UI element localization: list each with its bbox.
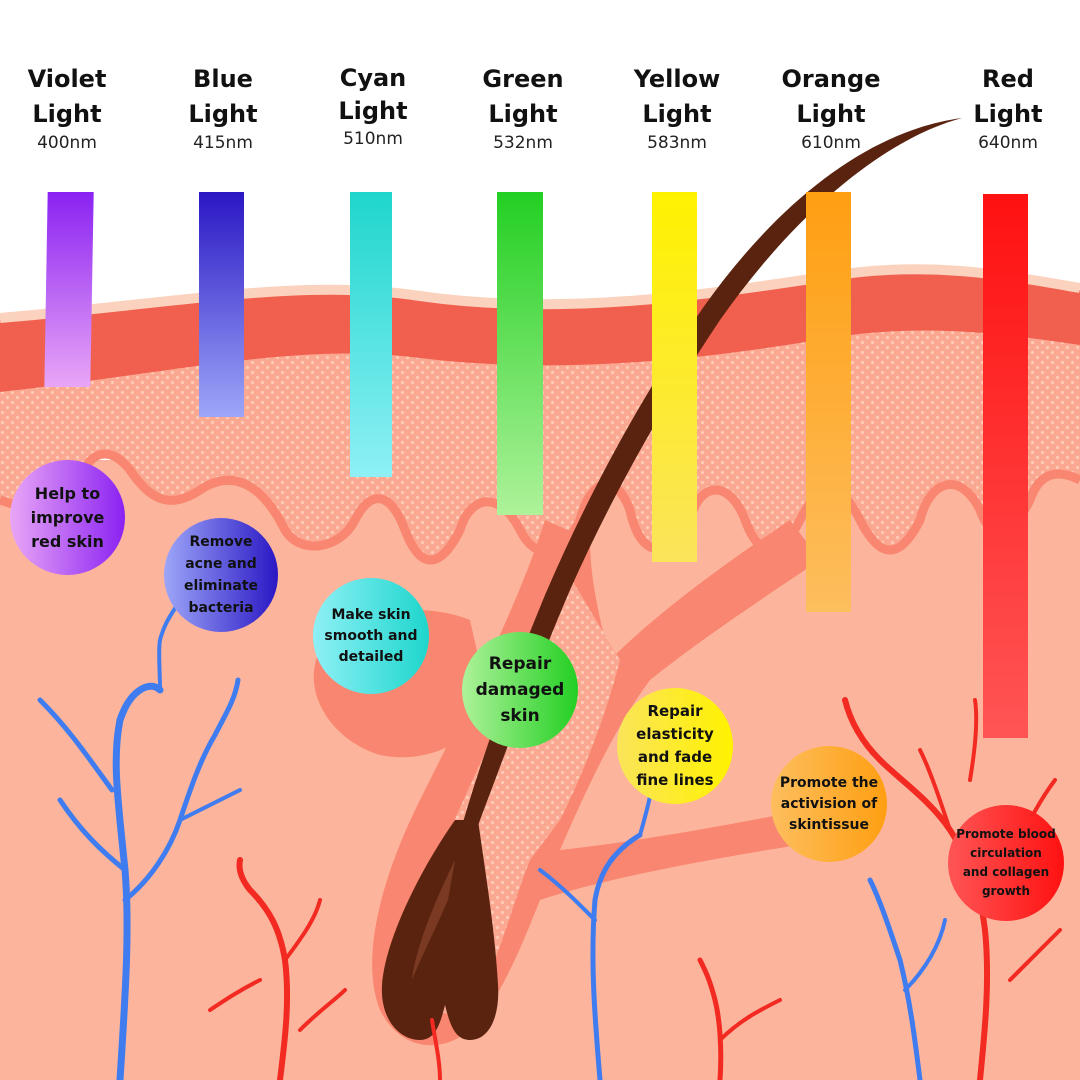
hair-bulb	[381, 820, 499, 1040]
blue-light-header: Blue Light 415nm	[148, 62, 298, 154]
orange-light-beam	[806, 192, 851, 612]
wavelength-label: 640nm	[978, 133, 1038, 153]
light-name-suffix: Light	[338, 97, 408, 125]
violet-light-header: Violet Light 400nm	[0, 62, 142, 154]
benefit-text: Repair damaged skin	[475, 654, 565, 726]
red-benefit-bubble: Promote blood circulation and collagen g…	[948, 805, 1064, 921]
light-name: Orange	[781, 65, 881, 93]
green-light-header: Green Light 532nm	[448, 62, 598, 154]
light-name-suffix: Light	[188, 100, 258, 128]
light-name: Cyan	[339, 64, 407, 92]
red-light-header: Red Light 640nm	[933, 62, 1080, 154]
light-name-suffix: Light	[973, 100, 1043, 128]
benefit-text: Make skin smooth and detailed	[324, 606, 418, 665]
wavelength-label: 610nm	[801, 133, 861, 153]
blue-light-beam	[199, 192, 244, 417]
yellow-light-beam	[652, 192, 697, 562]
orange-benefit-bubble: Promote the activision of skintissue	[771, 746, 887, 862]
wavelength-label: 510nm	[343, 129, 403, 149]
wavelength-label: 400nm	[37, 133, 97, 153]
yellow-light-header: Yellow Light 583nm	[602, 62, 752, 154]
violet-light-beam	[44, 192, 94, 387]
benefit-text: Promote blood circulation and collagen g…	[956, 827, 1056, 898]
light-name-suffix: Light	[32, 100, 102, 128]
blue-benefit-bubble: Remove acne and eliminate bacteria	[164, 518, 278, 632]
green-benefit-bubble: Repair damaged skin	[462, 632, 578, 748]
violet-benefit-bubble: Help to improve red skin	[10, 460, 125, 575]
light-name: Red	[982, 65, 1034, 93]
light-name: Yellow	[633, 65, 721, 93]
green-light-beam	[497, 192, 543, 515]
benefit-text: Remove acne and eliminate bacteria	[183, 534, 259, 616]
red-light-beam	[983, 194, 1028, 738]
light-name: Violet	[27, 65, 107, 93]
light-name: Green	[482, 65, 564, 93]
light-name-suffix: Light	[642, 100, 712, 128]
cyan-benefit-bubble: Make skin smooth and detailed	[313, 578, 429, 694]
light-name: Blue	[193, 65, 253, 93]
light-name-suffix: Light	[796, 100, 866, 128]
wavelength-label: 415nm	[193, 133, 253, 153]
benefit-text: Help to improve red skin	[30, 483, 105, 551]
hair-highlight	[412, 860, 455, 980]
benefit-text: Promote the activision of skintissue	[779, 774, 879, 833]
yellow-benefit-bubble: Repair elasticity and fade fine lines	[617, 688, 733, 804]
wavelength-label: 583nm	[647, 133, 707, 153]
cyan-light-beam	[350, 192, 392, 477]
light-name-suffix: Light	[488, 100, 558, 128]
orange-light-header: Orange Light 610nm	[756, 62, 906, 154]
wavelength-label: 532nm	[493, 133, 553, 153]
cyan-light-header: Cyan Light 510nm	[298, 62, 448, 150]
benefit-text: Repair elasticity and fade fine lines	[636, 702, 714, 789]
